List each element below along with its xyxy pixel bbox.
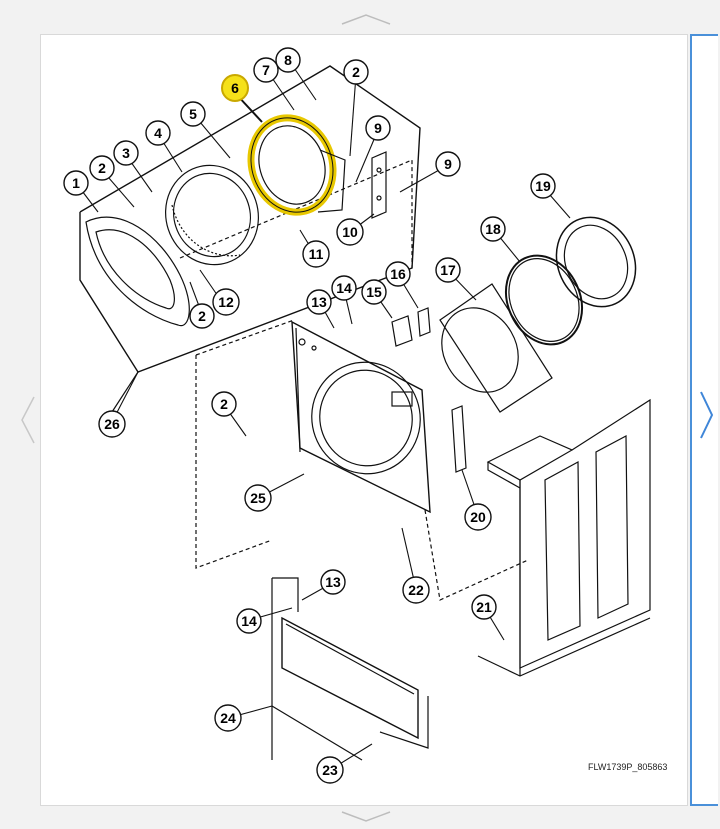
callout-6[interactable]: 6 bbox=[221, 74, 249, 102]
callout-25[interactable]: 25 bbox=[244, 484, 272, 512]
svg-text:14: 14 bbox=[241, 613, 257, 629]
svg-text:5: 5 bbox=[189, 106, 197, 122]
callout-9[interactable]: 9 bbox=[365, 115, 391, 141]
svg-text:1: 1 bbox=[72, 175, 80, 191]
hinge-ring-highlighted bbox=[247, 114, 346, 216]
svg-text:15: 15 bbox=[366, 284, 382, 300]
hinge-plate bbox=[371, 151, 387, 219]
callout-13[interactable]: 13 bbox=[306, 289, 332, 315]
callout-5[interactable]: 5 bbox=[180, 101, 206, 127]
callout-7[interactable]: 7 bbox=[253, 57, 279, 83]
callout-26[interactable]: 26 bbox=[98, 410, 126, 438]
svg-text:20: 20 bbox=[470, 509, 486, 525]
svg-text:17: 17 bbox=[440, 262, 456, 278]
callout-13-lower[interactable]: 13 bbox=[320, 569, 346, 595]
svg-text:26: 26 bbox=[104, 416, 120, 432]
callout-22[interactable]: 22 bbox=[402, 576, 430, 604]
svg-text:19: 19 bbox=[535, 178, 551, 194]
callout-16[interactable]: 16 bbox=[385, 261, 411, 287]
next-down-button[interactable] bbox=[340, 810, 392, 824]
outer-door-ring bbox=[85, 216, 190, 327]
svg-text:24: 24 bbox=[220, 710, 236, 726]
front-panel-parts bbox=[439, 216, 637, 413]
callout-2[interactable]: 2 bbox=[89, 155, 115, 181]
front-panel bbox=[291, 320, 431, 514]
svg-text:4: 4 bbox=[154, 125, 162, 141]
callout-2-lower[interactable]: 2 bbox=[189, 303, 215, 329]
svg-text:18: 18 bbox=[485, 221, 501, 237]
cabinet bbox=[477, 398, 651, 677]
callout-19[interactable]: 19 bbox=[530, 173, 556, 199]
callouts: 1 2 3 4 5 6 7 bbox=[63, 47, 556, 784]
side-bracket bbox=[451, 405, 467, 473]
svg-text:16: 16 bbox=[390, 266, 406, 282]
svg-text:3: 3 bbox=[122, 145, 130, 161]
callout-2-panel[interactable]: 2 bbox=[211, 391, 237, 417]
callout-12[interactable]: 12 bbox=[212, 288, 240, 316]
previous-button[interactable] bbox=[18, 395, 38, 445]
door-switch bbox=[391, 307, 431, 347]
callout-18[interactable]: 18 bbox=[480, 216, 506, 242]
callout-2-top[interactable]: 2 bbox=[343, 59, 369, 85]
callout-14[interactable]: 14 bbox=[331, 275, 357, 301]
previous-up-button[interactable] bbox=[340, 12, 392, 26]
chevron-up-icon bbox=[341, 14, 391, 25]
callout-21[interactable]: 21 bbox=[471, 594, 497, 620]
callout-20[interactable]: 20 bbox=[464, 503, 492, 531]
svg-text:7: 7 bbox=[262, 62, 270, 78]
callout-15[interactable]: 15 bbox=[361, 279, 387, 305]
svg-text:2: 2 bbox=[98, 160, 106, 176]
kick-panel bbox=[271, 577, 429, 761]
callout-9-right[interactable]: 9 bbox=[435, 151, 461, 177]
callout-23[interactable]: 23 bbox=[316, 756, 344, 784]
diagram-lines bbox=[75, 61, 651, 771]
diagram-reference-code: FLW1739P_805863 bbox=[588, 762, 668, 772]
svg-text:13: 13 bbox=[325, 574, 341, 590]
svg-text:9: 9 bbox=[444, 156, 452, 172]
svg-text:11: 11 bbox=[309, 246, 324, 262]
svg-text:2: 2 bbox=[352, 64, 360, 80]
callout-14-lower[interactable]: 14 bbox=[236, 608, 262, 634]
chevron-left-icon bbox=[21, 396, 35, 444]
svg-text:2: 2 bbox=[198, 308, 206, 324]
svg-text:2: 2 bbox=[220, 396, 228, 412]
svg-text:25: 25 bbox=[250, 490, 266, 506]
chevron-right-icon bbox=[700, 391, 714, 439]
door-glass bbox=[165, 164, 259, 266]
callout-24[interactable]: 24 bbox=[214, 704, 242, 732]
callout-8[interactable]: 8 bbox=[275, 47, 301, 73]
svg-text:14: 14 bbox=[336, 280, 352, 296]
svg-text:13: 13 bbox=[311, 294, 327, 310]
svg-text:22: 22 bbox=[408, 582, 424, 598]
callout-10[interactable]: 10 bbox=[336, 218, 364, 246]
callout-leaders bbox=[75, 61, 571, 771]
callout-3[interactable]: 3 bbox=[113, 140, 139, 166]
next-button[interactable] bbox=[690, 34, 718, 806]
svg-text:21: 21 bbox=[476, 599, 492, 615]
callout-4[interactable]: 4 bbox=[145, 120, 171, 146]
chevron-down-icon bbox=[341, 811, 391, 822]
svg-text:10: 10 bbox=[342, 224, 358, 240]
callout-11[interactable]: 11 bbox=[302, 240, 330, 268]
callout-17[interactable]: 17 bbox=[435, 257, 461, 283]
svg-text:8: 8 bbox=[284, 52, 292, 68]
svg-text:23: 23 bbox=[322, 762, 338, 778]
svg-text:9: 9 bbox=[374, 120, 382, 136]
callout-1[interactable]: 1 bbox=[63, 170, 89, 196]
svg-text:6: 6 bbox=[231, 80, 239, 96]
svg-text:12: 12 bbox=[218, 294, 234, 310]
